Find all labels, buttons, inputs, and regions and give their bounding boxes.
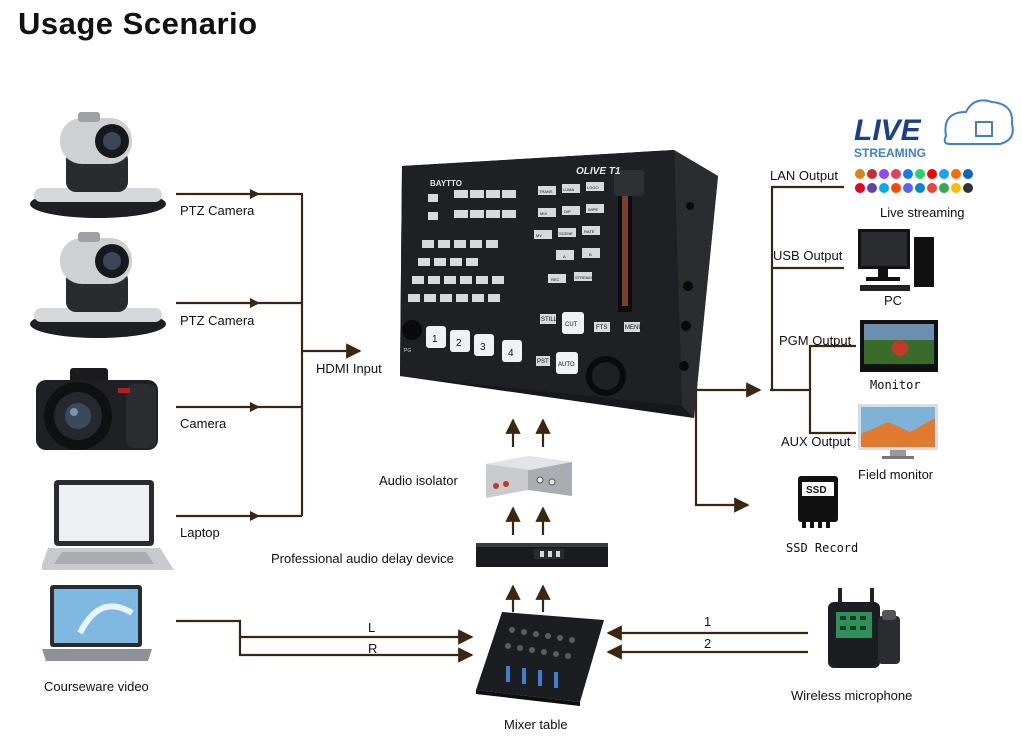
key-luma: LUMA [563, 187, 574, 192]
switcher-btn-2: 2 [456, 338, 462, 349]
aux-output-label: AUX Output [781, 434, 851, 449]
camera-label: Camera [180, 416, 227, 431]
switcher-btn-1: 1 [432, 334, 438, 345]
switcher-btn-4: 4 [508, 348, 514, 359]
wire-ptz1 [176, 192, 304, 516]
laptop-label: Laptop [180, 525, 220, 540]
left-channel-label: L [368, 620, 376, 635]
ssd-icon-text: SSD [806, 485, 827, 496]
switcher-cut: CUT [565, 322, 578, 328]
switcher-auto: AUTO [558, 362, 575, 368]
wireless-microphone-image [828, 588, 900, 668]
field-monitor-label: Field monitor [858, 467, 934, 482]
platform-icons [855, 169, 973, 193]
switcher-still: STILL [541, 317, 558, 323]
live-streaming-label: Live streaming [880, 205, 965, 220]
lan-output-label: LAN Output [770, 168, 838, 183]
mixer-table-image [476, 612, 604, 706]
key-wipe: WIPE [588, 207, 599, 212]
key-mix: MIX [540, 211, 547, 216]
key-trans: TRANS [539, 189, 553, 194]
key-mv: MV [536, 233, 542, 238]
ssd-record-label: SSD Record [786, 541, 859, 555]
switcher-menu: MENU [625, 325, 643, 331]
wire-courseware [176, 619, 474, 645]
wire-ssd [694, 381, 750, 513]
hdmi-input-label: HDMI Input [316, 361, 382, 376]
audio-isolator-label: Audio isolator [379, 473, 458, 488]
mic-channel-1-label: 1 [704, 614, 712, 629]
key-dip: DIP [564, 209, 571, 214]
switcher-btn-3: 3 [480, 342, 486, 353]
pc-image [858, 229, 934, 291]
key-stream: STREAM [575, 275, 592, 280]
courseware-laptop-image [42, 585, 152, 661]
monitor-image [860, 320, 938, 372]
logo-streaming-text: STREAMING [854, 146, 926, 160]
wireless-mic-label: Wireless microphone [791, 688, 913, 703]
olive-t1-switcher-image: BAYTTO OLIVE T1 1 2 3 4 CUT AUTO FTS MEN… [400, 150, 718, 418]
ptz-camera-2-image [30, 232, 166, 338]
key-rate: RATE [584, 229, 595, 234]
audio-delay-label: Professional audio delay device [271, 551, 454, 566]
switcher-pst: PST [537, 359, 549, 365]
pc-label: PC [884, 293, 903, 308]
mixer-label: Mixer table [504, 717, 568, 732]
ptz-camera-1-image [30, 112, 166, 218]
switcher-pg: PG [404, 348, 411, 354]
logo-live-text: LIVE [854, 114, 922, 147]
usb-output-label: USB Output [773, 248, 843, 263]
ptz-camera-2-label: PTZ Camera [180, 313, 255, 328]
key-b: B [589, 252, 592, 257]
courseware-label: Courseware video [44, 679, 149, 694]
key-logo: LOGO [587, 185, 599, 190]
mic-channel-2-label: 2 [704, 636, 712, 651]
switcher-brand: BAYTTO [430, 179, 462, 188]
monitor-label: Monitor [870, 378, 921, 392]
page-title: Usage Scenario [18, 6, 258, 41]
wire-out-trunk [770, 185, 844, 392]
key-rec: REC [551, 277, 560, 282]
key-scene: SCENE [559, 231, 573, 236]
ptz-camera-1-label: PTZ Camera [180, 203, 255, 218]
switcher-fts: FTS [596, 325, 607, 331]
laptop-image [42, 480, 174, 570]
live-streaming-logo: LIVE STREAMING [854, 99, 1014, 193]
dslr-camera-image [36, 368, 158, 450]
ssd-image: SSD [798, 476, 838, 528]
right-channel-label: R [368, 641, 378, 656]
field-monitor-image [858, 404, 938, 459]
pgm-output-label: PGM Output [779, 333, 852, 348]
audio-isolator-image [486, 456, 572, 498]
audio-delay-image [476, 543, 608, 567]
switcher-model: OLIVE T1 [576, 166, 621, 177]
key-a: A [563, 254, 566, 259]
